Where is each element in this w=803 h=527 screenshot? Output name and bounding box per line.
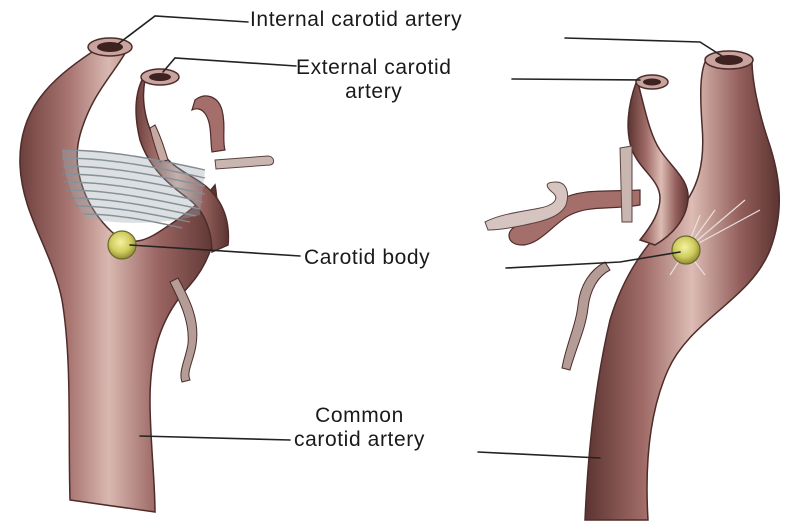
right-carotid-illustration <box>485 51 779 520</box>
label-external-carotid: External carotid artery <box>296 56 452 103</box>
label-common-carotid-line2: carotid artery <box>294 428 425 452</box>
label-carotid-body-text: Carotid body <box>304 246 430 270</box>
left-nerve-stub <box>215 156 274 169</box>
right-vertical-nerve <box>620 146 632 222</box>
right-carotid-body <box>672 236 700 264</box>
label-external-carotid-line1: External carotid <box>296 56 452 80</box>
label-carotid-body: Carotid body <box>304 246 430 270</box>
left-carotid-illustration <box>20 38 274 512</box>
left-common-internal-carotid <box>20 48 217 512</box>
leader-common-left <box>140 436 290 440</box>
label-common-carotid: Common carotid artery <box>294 404 425 451</box>
leader-external-left <box>163 58 296 72</box>
leader-common-right <box>478 452 600 458</box>
right-external-carotid <box>628 83 688 245</box>
label-internal-carotid-text: Internal carotid artery <box>250 8 462 32</box>
label-internal-carotid: Internal carotid artery <box>250 8 462 32</box>
leader-external-right <box>512 79 640 80</box>
leader-internal-left <box>118 16 248 44</box>
left-branch-upper <box>192 96 225 152</box>
right-common-internal-carotid <box>585 60 779 520</box>
label-external-carotid-line2: artery <box>296 80 452 104</box>
leader-internal-right <box>565 38 722 56</box>
label-common-carotid-line1: Common <box>294 404 425 428</box>
